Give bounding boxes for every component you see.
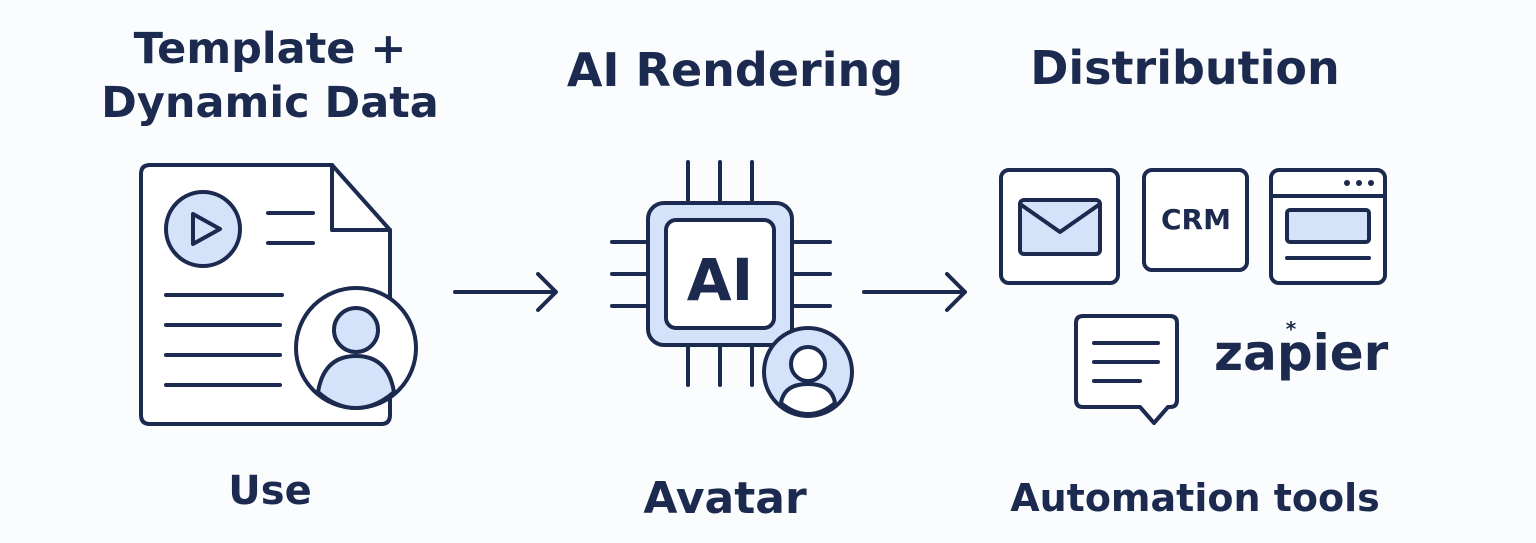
zapier-label: zapier [1214,324,1389,382]
step-template-title-line2: Dynamic Data [101,78,439,128]
browser-window-icon [1269,168,1387,285]
arrow-right-icon [862,272,967,312]
play-icon [164,190,242,268]
email-icon [999,168,1120,285]
step-ai-rendering-title: AI Rendering [566,43,904,97]
crm-icon: CRM [1142,168,1249,272]
user-avatar-icon [294,286,418,410]
step-distribution-caption: Automation tools [1010,476,1380,520]
ai-chip-icon: AI [610,160,832,387]
ai-chip-label: AI [687,246,753,314]
step-ai-rendering-caption: Avatar [643,473,807,524]
crm-label: CRM [1161,203,1231,236]
svg-text:*: * [1286,317,1297,341]
arrow-right-icon [453,272,558,312]
step-template-title-line1: Template + [133,24,407,74]
chat-bubble-icon [1074,314,1179,425]
avatar-badge-icon [762,326,854,418]
step-template-caption: Use [228,468,312,514]
step-template-title: Template + Dynamic Data [85,22,455,130]
zapier-logo: zapier * [1214,317,1389,382]
step-distribution-title: Distribution [1030,41,1340,95]
